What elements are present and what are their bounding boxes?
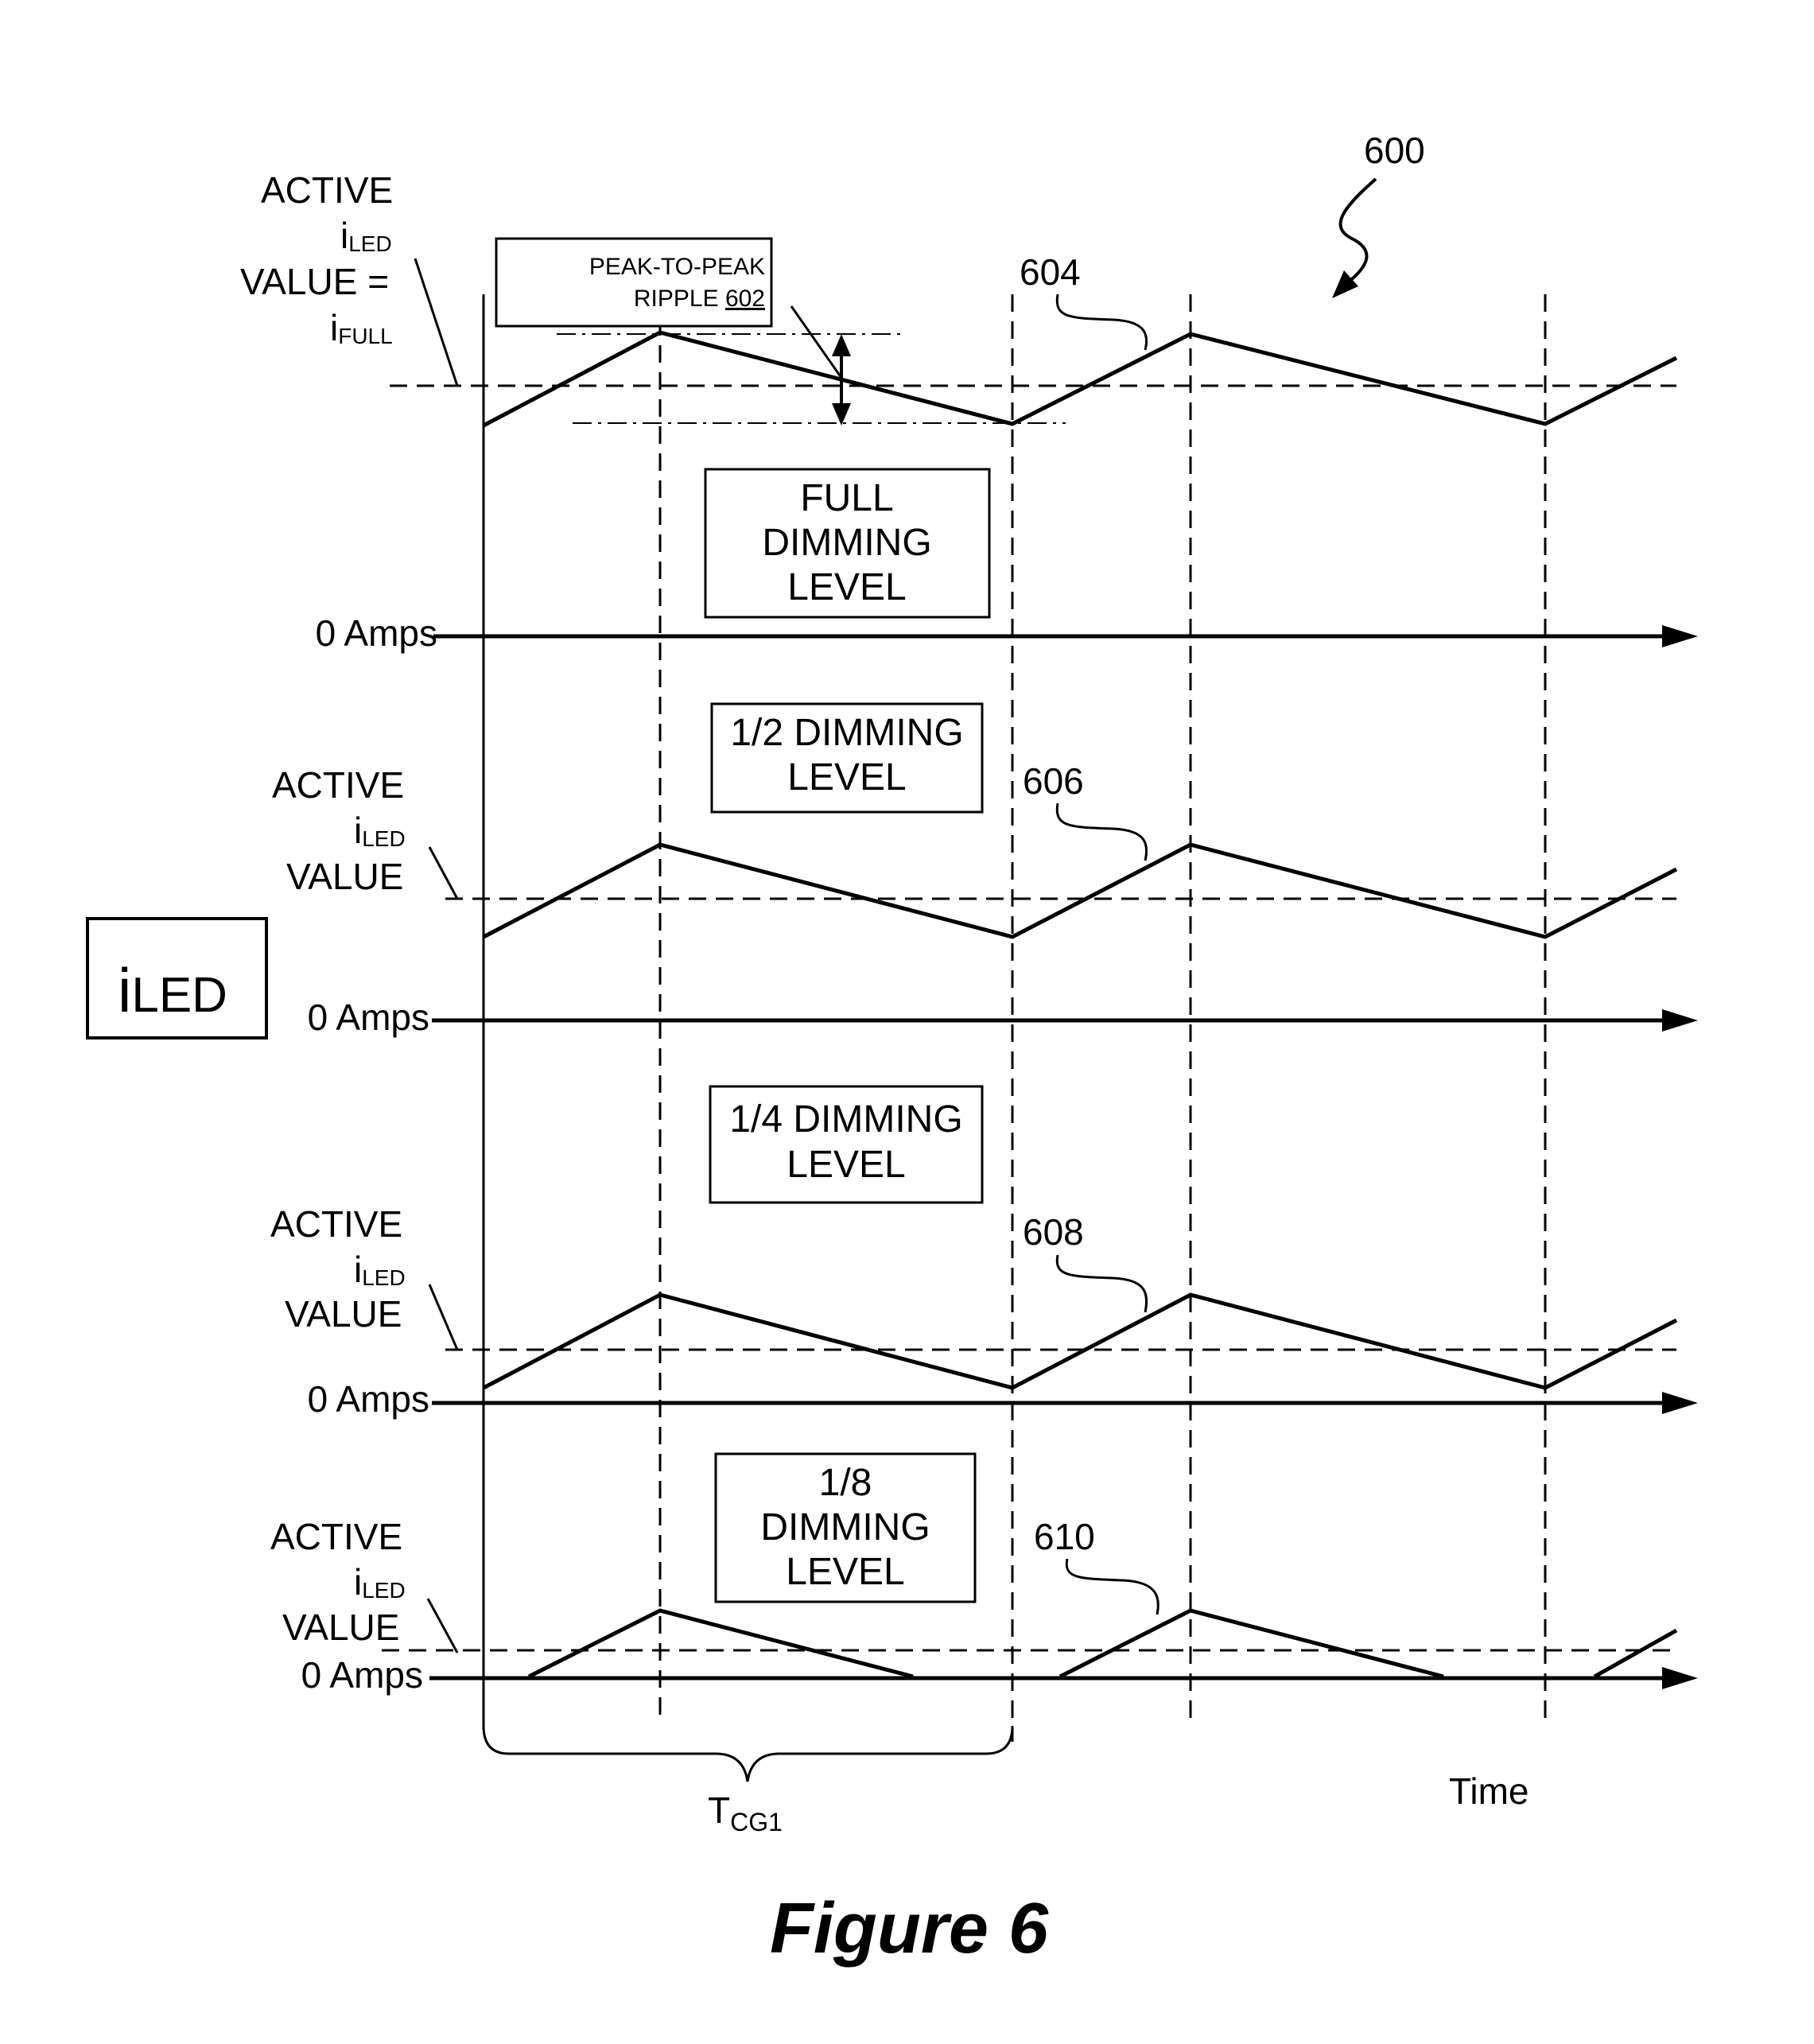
ripple-box — [496, 239, 771, 326]
panel-full-zero-label: 0 Amps — [316, 612, 437, 654]
panel-full-box-line2: DIMMING — [762, 522, 931, 564]
panel-quarter-waveform — [484, 1295, 1676, 1388]
panel-half-active-label: ACTIVE — [272, 764, 404, 806]
panel-half-ref: 606 — [1023, 760, 1084, 802]
panel-half-iled-label: iLED — [354, 810, 406, 851]
panel-eighth-box-line1: 1/8 — [819, 1462, 872, 1504]
panel-quarter-zero-label: 0 Amps — [308, 1378, 429, 1420]
panel-eighth-leader — [428, 1599, 457, 1653]
ref-600-squiggle — [1341, 179, 1376, 282]
panel-eighth-iled-label: iLED — [354, 1561, 406, 1603]
panel-full-box-line3: LEVEL — [787, 566, 906, 608]
panel-eighth-ref-leader — [1066, 1559, 1158, 1615]
tcg1-brace — [484, 1726, 1012, 1782]
panel-full-box-line1: FULL — [800, 477, 893, 519]
panel-eighth-active-label: ACTIVE — [270, 1516, 402, 1557]
ripple-box-line1: PEAK-TO-PEAK — [589, 254, 765, 280]
panel-eighth-ref: 610 — [1034, 1516, 1095, 1557]
tcg1-label: TCG1 — [708, 1789, 783, 1836]
ripple-box-line2: RIPPLE 602 — [634, 286, 765, 312]
panel-full: ACTIVE iLED VALUE = iFULL PEAK-TO-PEAK R… — [240, 169, 1698, 654]
panel-eighth-box-line2: DIMMING — [760, 1506, 930, 1549]
panel-quarter-ref-leader — [1057, 1255, 1146, 1312]
panel-half-axis-arrow — [1662, 1009, 1698, 1032]
panel-half-box-line1: 1/2 DIMMING — [730, 712, 963, 754]
panel-quarter-box-line2: LEVEL — [787, 1144, 905, 1186]
panel-quarter-ref: 608 — [1023, 1211, 1084, 1253]
time-axis-label: Time — [1449, 1770, 1529, 1812]
panel-quarter-active-label: ACTIVE — [270, 1203, 402, 1245]
panel-eighth-box-line3: LEVEL — [786, 1551, 904, 1593]
ripple-arrow-up — [832, 334, 851, 356]
panel-half: 1/2 DIMMING LEVEL ACTIVE iLED VALUE 606 … — [272, 704, 1698, 1038]
panel-quarter-axis-arrow — [1662, 1392, 1698, 1414]
panel-half-value-label: VALUE — [286, 856, 403, 897]
ref-600-arrowhead — [1332, 270, 1358, 298]
figure-title: Figure 6 — [770, 1889, 1049, 1968]
panel-full-leader — [415, 258, 457, 386]
panel-eighth-zero-label: 0 Amps — [301, 1654, 423, 1696]
panel-half-waveform — [484, 845, 1676, 937]
panel-full-ref: 604 — [1020, 251, 1081, 293]
panel-eighth-pulse-2 — [1060, 1611, 1443, 1677]
panel-half-leader — [429, 847, 457, 899]
panel-eighth-axis-arrow — [1662, 1667, 1698, 1689]
panel-full-waveform — [484, 332, 1676, 426]
ripple-arrow-down — [832, 403, 851, 426]
panel-full-ifull-label: iFULL — [330, 307, 393, 348]
panel-full-axis-arrow — [1662, 625, 1698, 647]
panel-half-ref-leader — [1057, 803, 1146, 861]
panel-full-active-label: ACTIVE — [261, 169, 393, 211]
panel-eighth-pulse-1 — [529, 1611, 913, 1677]
panel-quarter-box-line1: 1/4 DIMMING — [729, 1098, 962, 1141]
panel-quarter-leader — [429, 1284, 457, 1350]
panel-full-iled-label: iLED — [340, 215, 392, 256]
panel-quarter-value-label: VALUE — [285, 1293, 402, 1335]
panel-eighth-value-label: VALUE — [282, 1607, 399, 1648]
figure-ref-600: 600 — [1364, 130, 1425, 171]
panel-full-value-label: VALUE = — [240, 261, 389, 302]
panel-half-zero-label: 0 Amps — [308, 997, 429, 1038]
panel-half-box-line2: LEVEL — [787, 756, 906, 799]
panel-full-ref-leader — [1057, 294, 1146, 350]
panel-quarter-iled-label: iLED — [354, 1249, 406, 1290]
